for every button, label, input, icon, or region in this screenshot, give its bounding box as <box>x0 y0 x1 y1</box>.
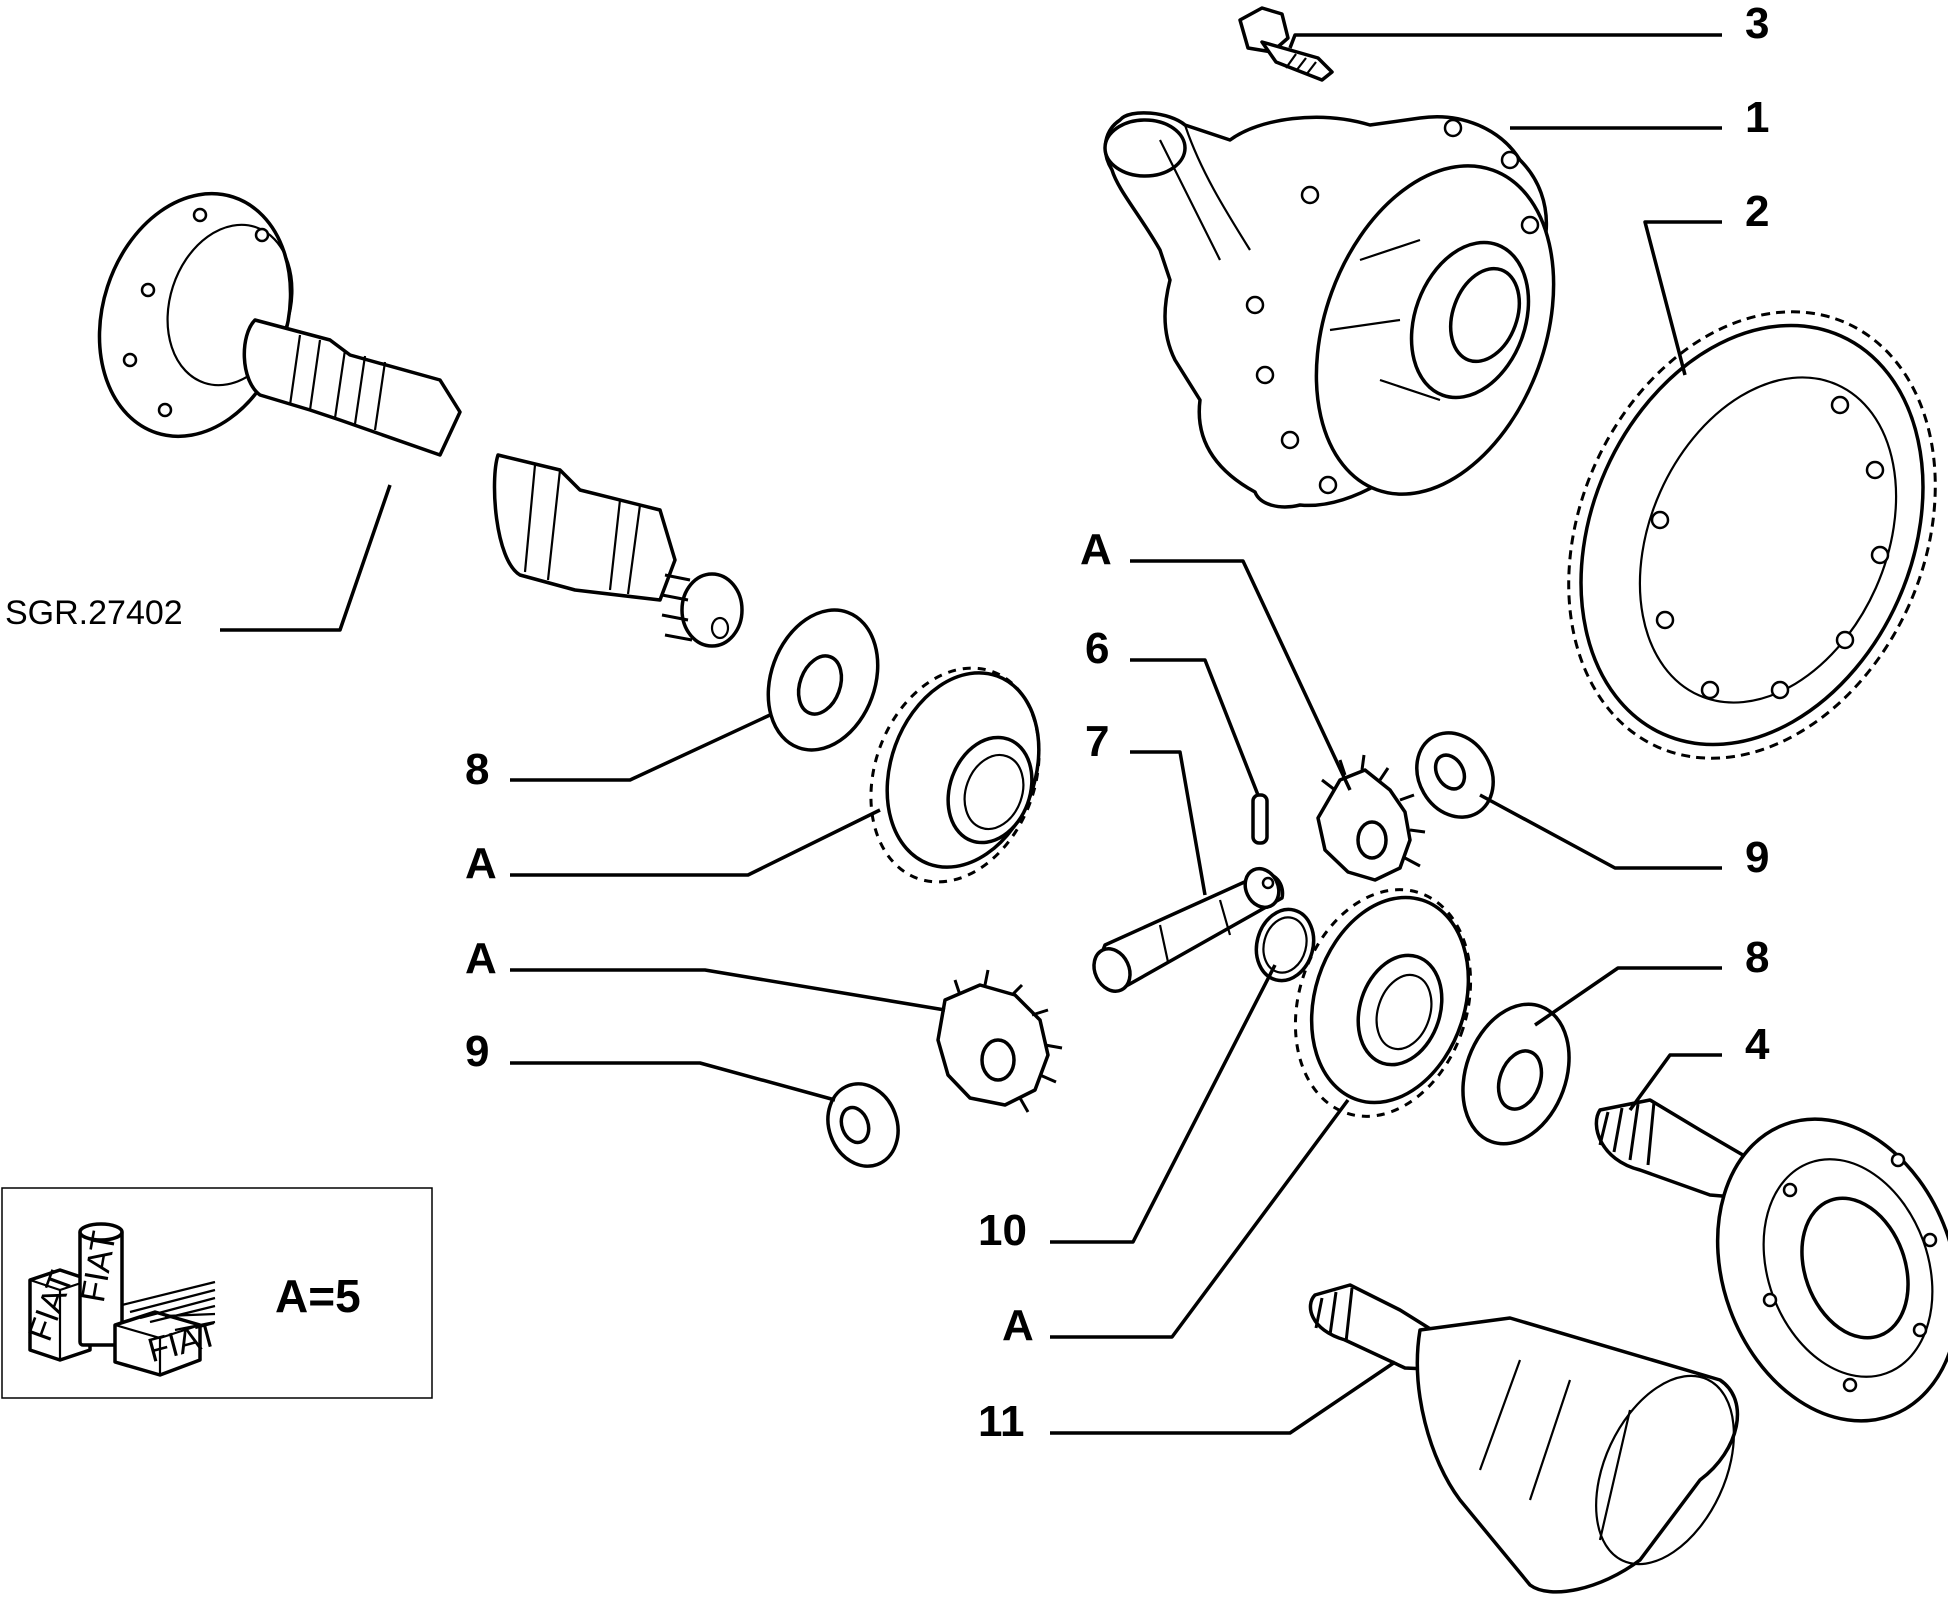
callout-10: 10 <box>978 1206 1027 1255</box>
part-10-snap-ring[interactable] <box>1249 903 1322 987</box>
callout-A-center: A <box>1080 525 1112 574</box>
callout-A-left1: A <box>465 839 497 888</box>
callout-8-right: 8 <box>1745 933 1769 982</box>
leader-SGR <box>220 484 392 632</box>
reference-code: SGR.27402 <box>5 594 183 632</box>
leader-3 <box>1288 33 1722 49</box>
callout-1: 1 <box>1745 93 1769 142</box>
callout-A-bottom: A <box>1002 1301 1034 1350</box>
part-A-planet-gear-bottom[interactable] <box>936 969 1063 1113</box>
part-9-washer-right[interactable] <box>1402 719 1508 831</box>
callout-9-right: 9 <box>1745 833 1769 882</box>
leader-9-right <box>1479 793 1722 870</box>
callout-2: 2 <box>1745 187 1769 236</box>
leader-8-left <box>510 713 771 782</box>
callout-8-left: 8 <box>465 745 489 794</box>
leader-10 <box>1050 964 1277 1244</box>
callout-3: 3 <box>1745 0 1769 48</box>
part-1-differential-housing[interactable] <box>1103 111 1597 528</box>
part-left-axle-shaft[interactable] <box>69 169 744 648</box>
part-7-pinion-shaft[interactable] <box>1087 863 1285 997</box>
leader-lines <box>220 33 1722 1435</box>
leader-11 <box>1050 1360 1396 1435</box>
leader-7 <box>1130 750 1207 896</box>
callout-6: 6 <box>1085 624 1109 673</box>
part-8-thrust-washer-right[interactable] <box>1444 989 1587 1159</box>
quantity-legend: FIAT FIAT FIAT A=5 <box>1 1187 433 1399</box>
part-6-roll-pin[interactable] <box>1251 793 1269 845</box>
callout-9-left: 9 <box>465 1027 489 1076</box>
part-4-output-flange-shaft[interactable] <box>1594 1085 1948 1455</box>
leader-8-right <box>1534 966 1722 1027</box>
part-9-washer-left[interactable] <box>817 1074 910 1176</box>
callout-7: 7 <box>1085 717 1109 766</box>
leader-6 <box>1130 658 1260 796</box>
leader-A-left1 <box>510 808 881 877</box>
callout-4: 4 <box>1745 1020 1770 1069</box>
fiat-parts-boxes-icon: FIAT FIAT FIAT <box>21 1222 222 1377</box>
part-3-bolt[interactable] <box>1238 6 1334 82</box>
leader-4 <box>1628 1053 1722 1112</box>
leader-A-left2 <box>510 968 946 1012</box>
legend-quantity-note: A=5 <box>275 1270 361 1322</box>
part-8-thrust-washer-left[interactable] <box>750 595 897 766</box>
leader-A-bottom <box>1050 1098 1350 1339</box>
leader-2 <box>1643 220 1722 376</box>
part-A-planet-gear-top[interactable] <box>1316 754 1426 882</box>
part-A-side-gear-left[interactable] <box>842 644 1068 905</box>
callout-11: 11 <box>978 1397 1025 1446</box>
part-2-ring-gear[interactable] <box>1501 253 1948 817</box>
leader-A-center <box>1130 559 1352 791</box>
part-A-side-gear-right[interactable] <box>1267 867 1498 1140</box>
callout-A-left2: A <box>465 934 497 983</box>
part-11-tripod-housing-shaft[interactable] <box>1308 1283 1761 1594</box>
callout-labels: 3 1 2 SGR.27402 A 6 7 8 A A 9 9 8 4 10 A… <box>5 0 1770 1446</box>
leader-9-left <box>510 1061 836 1102</box>
